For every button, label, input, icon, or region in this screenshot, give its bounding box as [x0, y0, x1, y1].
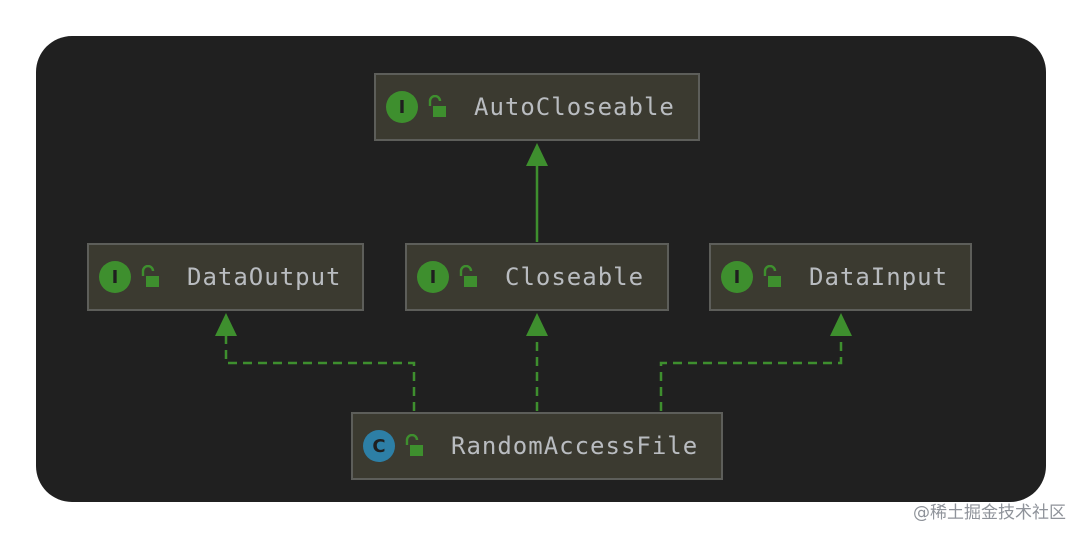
class-icon: C — [363, 430, 395, 462]
node-closeable[interactable]: I Closeable — [405, 243, 669, 311]
interface-icon: I — [721, 261, 753, 293]
node-autocloseable[interactable]: I AutoCloseable — [374, 73, 700, 141]
node-label: DataInput — [809, 263, 949, 291]
watermark: @稀土掘金技术社区 — [913, 503, 1066, 523]
interface-icon: I — [99, 261, 131, 293]
unlocked-padlock-icon — [428, 95, 446, 117]
node-label: RandomAccessFile — [451, 432, 699, 460]
node-randomaccessfile[interactable]: C RandomAccessFile — [351, 412, 723, 480]
unlocked-padlock-icon — [763, 265, 781, 287]
node-datainput[interactable]: I DataInput — [709, 243, 972, 311]
interface-icon: I — [417, 261, 449, 293]
node-label: AutoCloseable — [474, 93, 675, 121]
unlocked-padlock-icon — [405, 434, 423, 456]
interface-icon: I — [386, 91, 418, 123]
node-label: Closeable — [505, 263, 645, 291]
unlocked-padlock-icon — [459, 265, 477, 287]
node-dataoutput[interactable]: I DataOutput — [87, 243, 364, 311]
node-label: DataOutput — [187, 263, 342, 291]
unlocked-padlock-icon — [141, 265, 159, 287]
